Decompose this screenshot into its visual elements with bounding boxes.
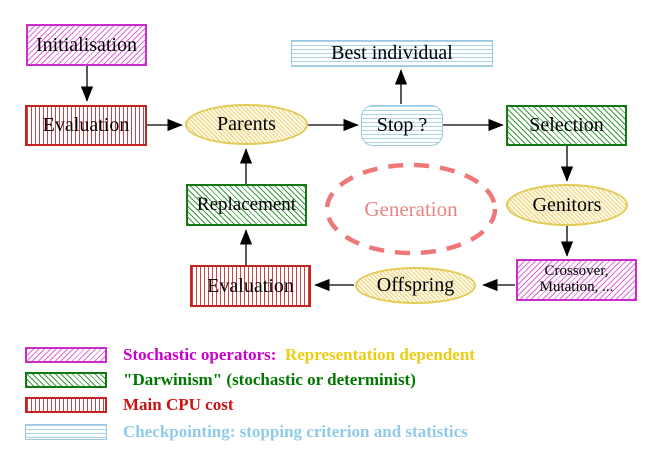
node-crossover-mutation: Crossover, Mutation, ... [516, 259, 637, 301]
legend-label-stochastic-operators: Stochastic operators: [123, 345, 277, 364]
node-crossover-line1: Crossover, [544, 263, 609, 280]
node-evaluation-bottom-label: Evaluation [207, 274, 294, 297]
legend-label-checkpointing: Checkpointing: stopping criterion and st… [123, 422, 468, 441]
node-best-individual: Best individual [291, 40, 493, 67]
node-best-individual-label: Best individual [331, 42, 453, 64]
legend-row-darwinism: "Darwinism" (stochastic or determinist) [25, 370, 416, 390]
legend-row-main-cpu-cost: Main CPU cost [25, 395, 233, 415]
legend-row-stochastic-operators: Stochastic operators: Representation dep… [25, 345, 475, 365]
node-evaluation-top: Evaluation [25, 105, 147, 146]
legend-label-representation-dependent: Representation dependent [284, 345, 475, 364]
node-selection: Selection [506, 105, 627, 146]
legend-spacer [276, 345, 285, 365]
node-initialisation: Initialisation [26, 24, 147, 66]
node-evaluation-top-label: Evaluation [42, 114, 130, 136]
node-stop: Stop ? [361, 105, 443, 146]
node-generation-label: Generation [364, 196, 458, 221]
node-parents-label: Parents [217, 113, 276, 135]
node-initialisation-label: Initialisation [35, 33, 138, 56]
node-generation: Generation [327, 165, 495, 253]
node-replacement-label: Replacement [196, 194, 297, 216]
node-stop-label: Stop ? [376, 114, 428, 136]
node-offspring-label: Offspring [376, 274, 455, 296]
node-parents: Parents [185, 104, 308, 145]
node-evaluation-bottom: Evaluation [190, 265, 311, 307]
legend-swatch-magenta-hatch [25, 347, 107, 363]
legend-swatch-cyan-stripes [25, 424, 107, 440]
legend-swatch-red-stripes [25, 397, 107, 413]
legend-label-darwinism: "Darwinism" (stochastic or determinist) [123, 370, 416, 389]
node-replacement: Replacement [186, 184, 307, 226]
node-crossover-line2: Mutation, ... [539, 279, 614, 295]
legend-label-main-cpu-cost: Main CPU cost [123, 395, 234, 414]
node-genitors-label: Genitors [532, 193, 602, 216]
node-genitors: Genitors [506, 184, 628, 226]
node-selection-label: Selection [529, 114, 604, 136]
legend-row-checkpointing: Checkpointing: stopping criterion and st… [25, 422, 468, 442]
legend-swatch-green-hatch [25, 372, 107, 388]
node-offspring: Offspring [355, 267, 476, 304]
